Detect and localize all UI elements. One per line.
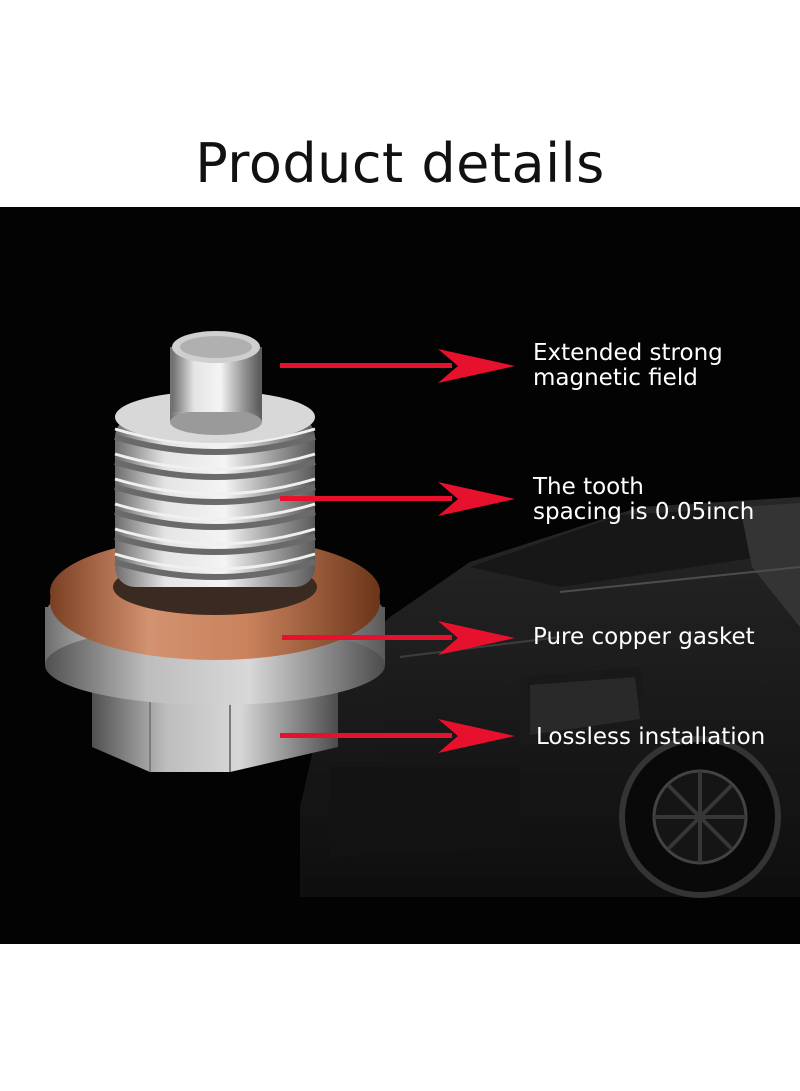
product-illustration bbox=[45, 331, 800, 898]
callout-line: Lossless installation bbox=[536, 724, 766, 750]
arrow-right-icon bbox=[280, 719, 515, 753]
callout-tooth-spacing: The tooth spacing is 0.05inch bbox=[533, 475, 754, 525]
callout-line: Extended strong bbox=[533, 340, 723, 366]
arrow-right-icon bbox=[280, 482, 515, 516]
callout-line: The tooth bbox=[533, 474, 644, 500]
product-photo-panel: Extended strong magnetic field The tooth… bbox=[0, 207, 800, 944]
arrow-right-icon bbox=[282, 621, 515, 655]
page-title: Product details bbox=[195, 132, 605, 195]
car-silhouette-image bbox=[300, 497, 800, 898]
callout-line: magnetic field bbox=[533, 365, 698, 391]
arrow-right-icon bbox=[280, 349, 515, 383]
callout-line: spacing is 0.05inch bbox=[533, 499, 755, 525]
callout-copper-gasket: Pure copper gasket bbox=[533, 625, 755, 650]
callout-line: Pure copper gasket bbox=[533, 624, 755, 650]
drain-plug-image bbox=[45, 331, 385, 772]
callout-lossless-installation: Lossless installation bbox=[536, 725, 765, 750]
callout-magnetic-field: Extended strong magnetic field bbox=[533, 341, 723, 391]
